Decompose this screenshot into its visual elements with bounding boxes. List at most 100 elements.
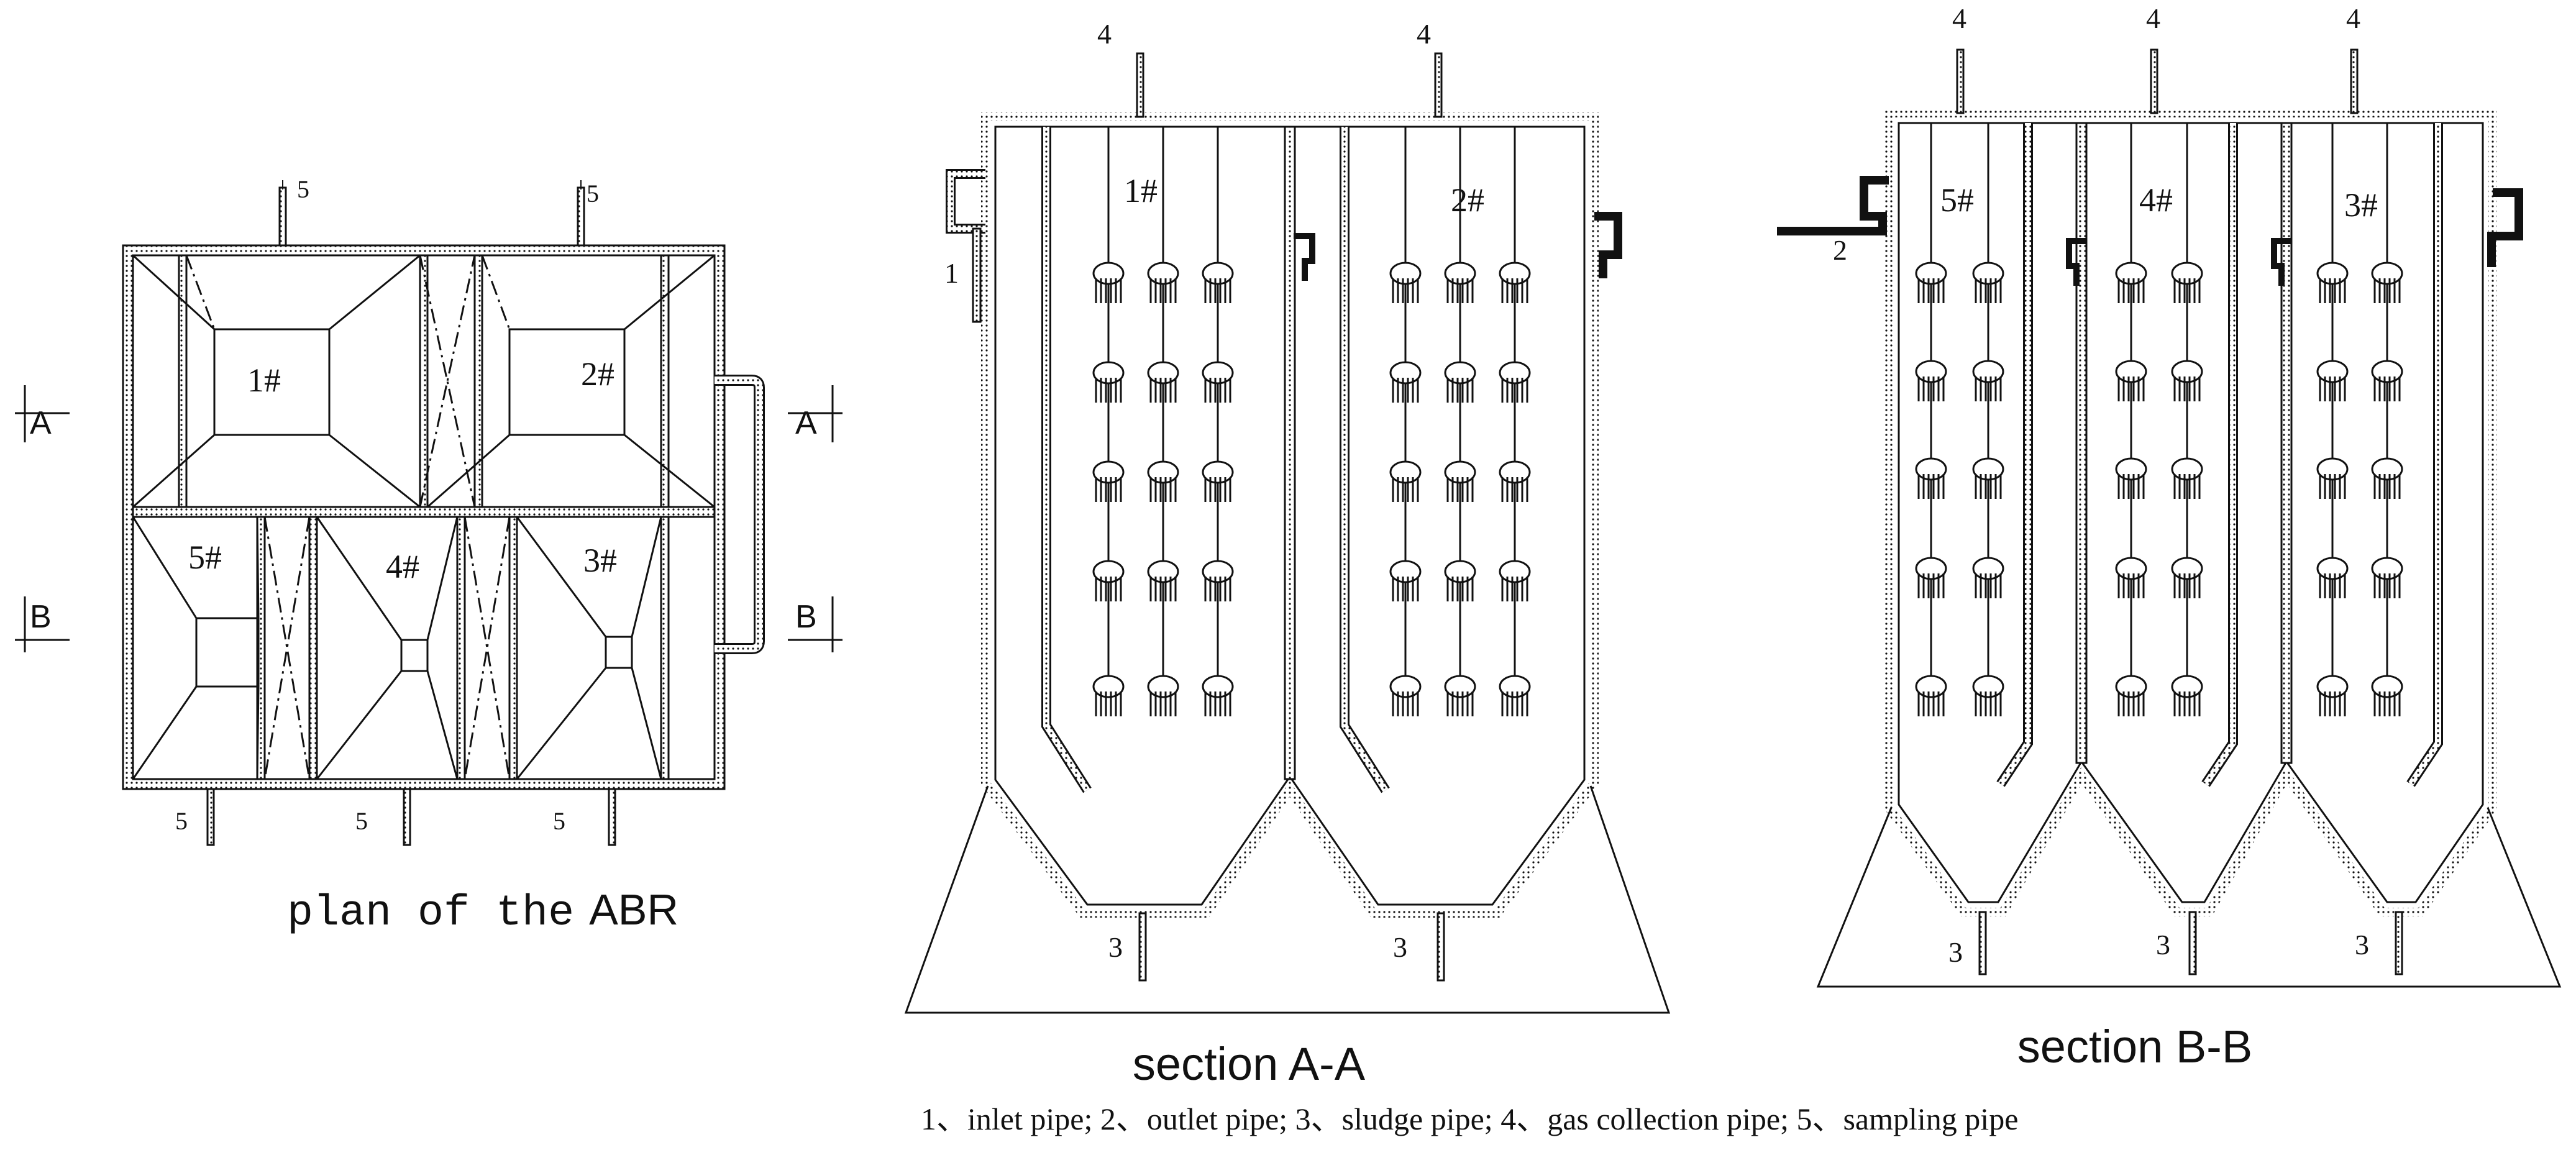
inlet-pipe [946, 169, 985, 234]
legend: 1、inlet pipe; 2、outlet pipe; 3、sludge pi… [921, 1102, 2018, 1136]
filter-media-unit [1389, 361, 1422, 403]
gas-label: 4 [1417, 18, 1431, 50]
sludge-label: 3 [1948, 936, 1963, 968]
filter-media-unit [1202, 675, 1234, 716]
sampling-pipe [206, 180, 616, 846]
compartment-label: 3# [583, 542, 617, 579]
filter-media-unit [1202, 361, 1234, 403]
filter-media-unit [1444, 460, 1476, 502]
compartment-label: 2# [1451, 181, 1484, 219]
filter-media-unit [1389, 560, 1422, 601]
section-aa-divider [1284, 125, 1296, 780]
svg-text:A: A [30, 405, 52, 441]
filter-media-unit [2316, 262, 2349, 303]
plan-middle-wall [132, 506, 716, 518]
plan-baffle [308, 516, 318, 780]
gas-label: 4 [2346, 2, 2360, 34]
filter-media-unit [1972, 262, 2004, 303]
filter-media-unit [2115, 457, 2147, 499]
compartment-label: 1# [247, 362, 281, 399]
section-marker-b-left: B [15, 596, 70, 652]
filter-media-unit [2371, 675, 2403, 716]
filter-media-unit [1092, 460, 1125, 502]
filter-media-unit [1444, 560, 1476, 601]
sludge-pipe [1436, 912, 1445, 982]
filter-media-unit [1972, 360, 2004, 401]
section-bb-divider [2280, 122, 2293, 764]
filter-media-group [1092, 127, 1531, 716]
filter-media-unit [1972, 457, 2004, 499]
filter-media-unit [1444, 262, 1476, 303]
section-b-b-view: 2 4 4 4 3 3 3 5# 4# 3# section B-B [1777, 2, 2562, 1072]
filter-media-unit [2171, 675, 2203, 716]
sludge-pipe [2188, 911, 2197, 975]
filter-media-unit [1147, 675, 1179, 716]
plan-baffle [256, 516, 266, 780]
inlet-label: 1 [944, 257, 959, 289]
section-marker-a-right: A [788, 385, 843, 442]
filter-media-unit [1444, 361, 1476, 403]
gas-pipe [1136, 52, 1144, 118]
filter-media-unit [2316, 360, 2349, 401]
filter-media-unit [1389, 675, 1422, 716]
compartment-label: 4# [2139, 181, 2173, 219]
filter-media-unit [1499, 675, 1531, 716]
gas-label: 4 [1097, 18, 1112, 50]
gas-pipe [1956, 48, 1965, 114]
section-bb-support [1816, 807, 2562, 988]
compartment-label: 3# [2344, 186, 2378, 224]
sludge-pipe [1978, 911, 1987, 975]
filter-media-unit [1202, 460, 1234, 502]
filter-media-unit [1915, 262, 1947, 303]
section-bb-divider [2075, 122, 2088, 764]
filter-media-unit [2371, 557, 2403, 598]
sampling-label: 5 [553, 807, 565, 835]
filter-media-unit [1499, 460, 1531, 502]
filter-media-group [1915, 123, 2403, 716]
sludge-label: 3 [2355, 929, 2369, 961]
hopper-5 [195, 617, 260, 688]
filter-media-unit [1972, 675, 2004, 716]
filter-media-unit [2115, 675, 2147, 716]
sludge-label: 3 [1108, 931, 1123, 963]
svg-text:B: B [795, 599, 817, 635]
filter-media-unit [1147, 560, 1179, 601]
filter-media-unit [1092, 361, 1125, 403]
sludge-label: 3 [1393, 931, 1407, 963]
compartment-label: 1# [1124, 172, 1158, 209]
filter-media-unit [1202, 262, 1234, 303]
sampling-label: 5 [355, 807, 368, 835]
filter-media-unit [2316, 457, 2349, 499]
hopper-3 [605, 636, 633, 669]
filter-media-unit [1147, 460, 1179, 502]
filter-media-unit [1147, 262, 1179, 303]
filter-media-unit [1499, 262, 1531, 303]
section-aa-support [904, 785, 1671, 1014]
gas-pipe [2150, 48, 2158, 114]
filter-media-unit [1389, 262, 1422, 303]
filter-media-unit [1915, 457, 1947, 499]
filter-media-unit [2371, 262, 2403, 303]
section-marker-b-right: B [788, 596, 843, 652]
svg-text:B: B [30, 599, 52, 635]
section-aa-title: section A-A [1133, 1038, 1366, 1090]
sampling-label: 5 [297, 175, 309, 203]
plan-baffle [419, 254, 429, 508]
filter-media-unit [2115, 360, 2147, 401]
filter-media-unit [1444, 675, 1476, 716]
filter-media-unit [1389, 460, 1422, 502]
filter-media-unit [2171, 262, 2203, 303]
hopper-1 [213, 328, 331, 436]
section-bb-title: section B-B [2017, 1021, 2252, 1072]
filter-media-unit [2115, 557, 2147, 598]
plan-baffle [660, 516, 670, 780]
filter-media-unit [2171, 557, 2203, 598]
plan-baffle [508, 516, 518, 780]
plan-baffle [178, 254, 188, 508]
outlet-label: 2 [1833, 234, 1847, 266]
filter-media-unit [1972, 557, 2004, 598]
gas-label: 4 [1952, 2, 1966, 34]
